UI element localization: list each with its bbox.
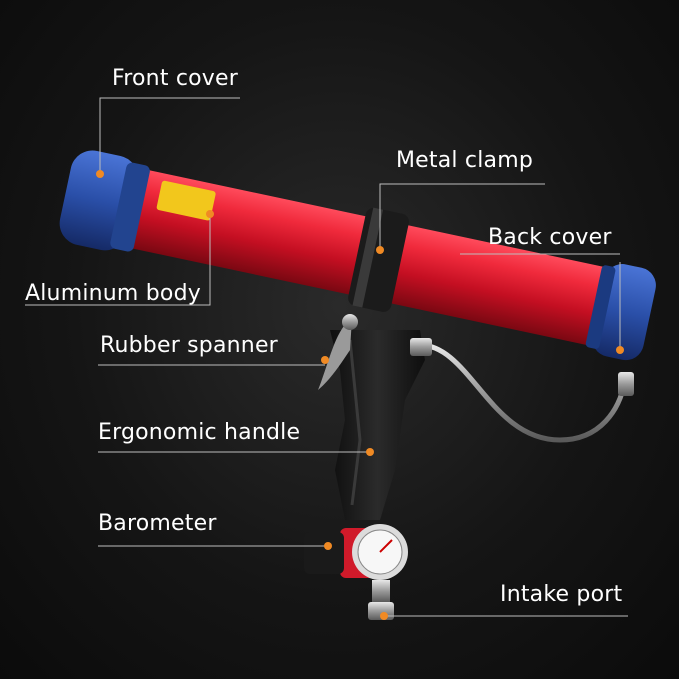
leader-lines	[25, 97, 628, 617]
label-rubber-spanner: Rubber spanner	[100, 333, 278, 358]
label-metal-clamp: Metal clamp	[396, 148, 534, 173]
air-hose	[419, 342, 628, 443]
label-intake-port: Intake port	[500, 582, 623, 607]
hose-fitting-back	[618, 372, 634, 396]
aluminum-tube	[59, 150, 656, 361]
label-ergonomic-handle: Ergonomic handle	[98, 420, 301, 445]
label-barometer: Barometer	[98, 511, 217, 536]
hose-fitting	[410, 338, 432, 356]
trigger-pivot	[342, 314, 358, 330]
label-back-cover: Back cover	[488, 225, 612, 250]
back-cover-cap	[585, 264, 656, 361]
label-aluminum-body: Aluminum body	[25, 281, 201, 306]
label-front-cover: Front cover	[112, 66, 238, 91]
front-cover-cap	[59, 150, 150, 252]
callout-dots	[96, 170, 624, 620]
warning-sticker	[156, 180, 216, 221]
pressure-regulator	[304, 524, 408, 620]
leader-aluminum-body	[25, 214, 211, 306]
leader-front-cover	[99, 97, 240, 174]
ergonomic-handle	[330, 330, 425, 520]
metal-clamp	[348, 207, 409, 312]
rubber-spanner-trigger	[318, 318, 352, 390]
leader-metal-clamp	[379, 183, 545, 250]
